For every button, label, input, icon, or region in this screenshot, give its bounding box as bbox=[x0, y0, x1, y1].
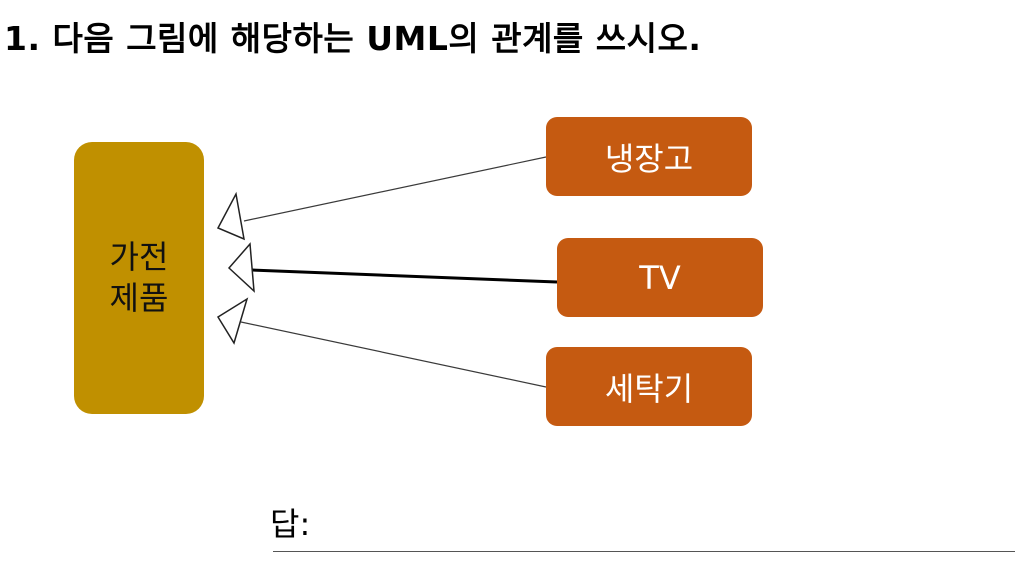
arrow-washer-to-parent bbox=[216, 297, 547, 388]
arrow-fridge-to-parent bbox=[216, 156, 547, 241]
parent-label-line1: 가전 bbox=[109, 238, 169, 276]
question-title: 1. 다음 그림에 해당하는 UML의 관계를 쓰시오. bbox=[4, 19, 702, 58]
parent-class-box: 가전 제품 bbox=[74, 142, 204, 414]
hollow-triangle-arrowhead-icon bbox=[216, 191, 245, 241]
parent-label-line2: 제품 bbox=[109, 279, 169, 317]
arrow-line bbox=[251, 268, 558, 284]
child-class-box-washer: 세탁기 bbox=[546, 347, 752, 426]
hollow-triangle-arrowhead-icon bbox=[227, 242, 255, 293]
arrow-line bbox=[243, 156, 547, 222]
child-class-box-fridge: 냉장고 bbox=[546, 117, 752, 196]
answer-label: 답: bbox=[270, 505, 311, 543]
arrow-tv-to-parent bbox=[227, 242, 558, 293]
arrow-line bbox=[240, 321, 547, 388]
answer-blank-line[interactable] bbox=[273, 551, 1015, 552]
hollow-triangle-arrowhead-icon bbox=[216, 297, 249, 345]
child-class-box-tv: TV bbox=[557, 238, 763, 317]
